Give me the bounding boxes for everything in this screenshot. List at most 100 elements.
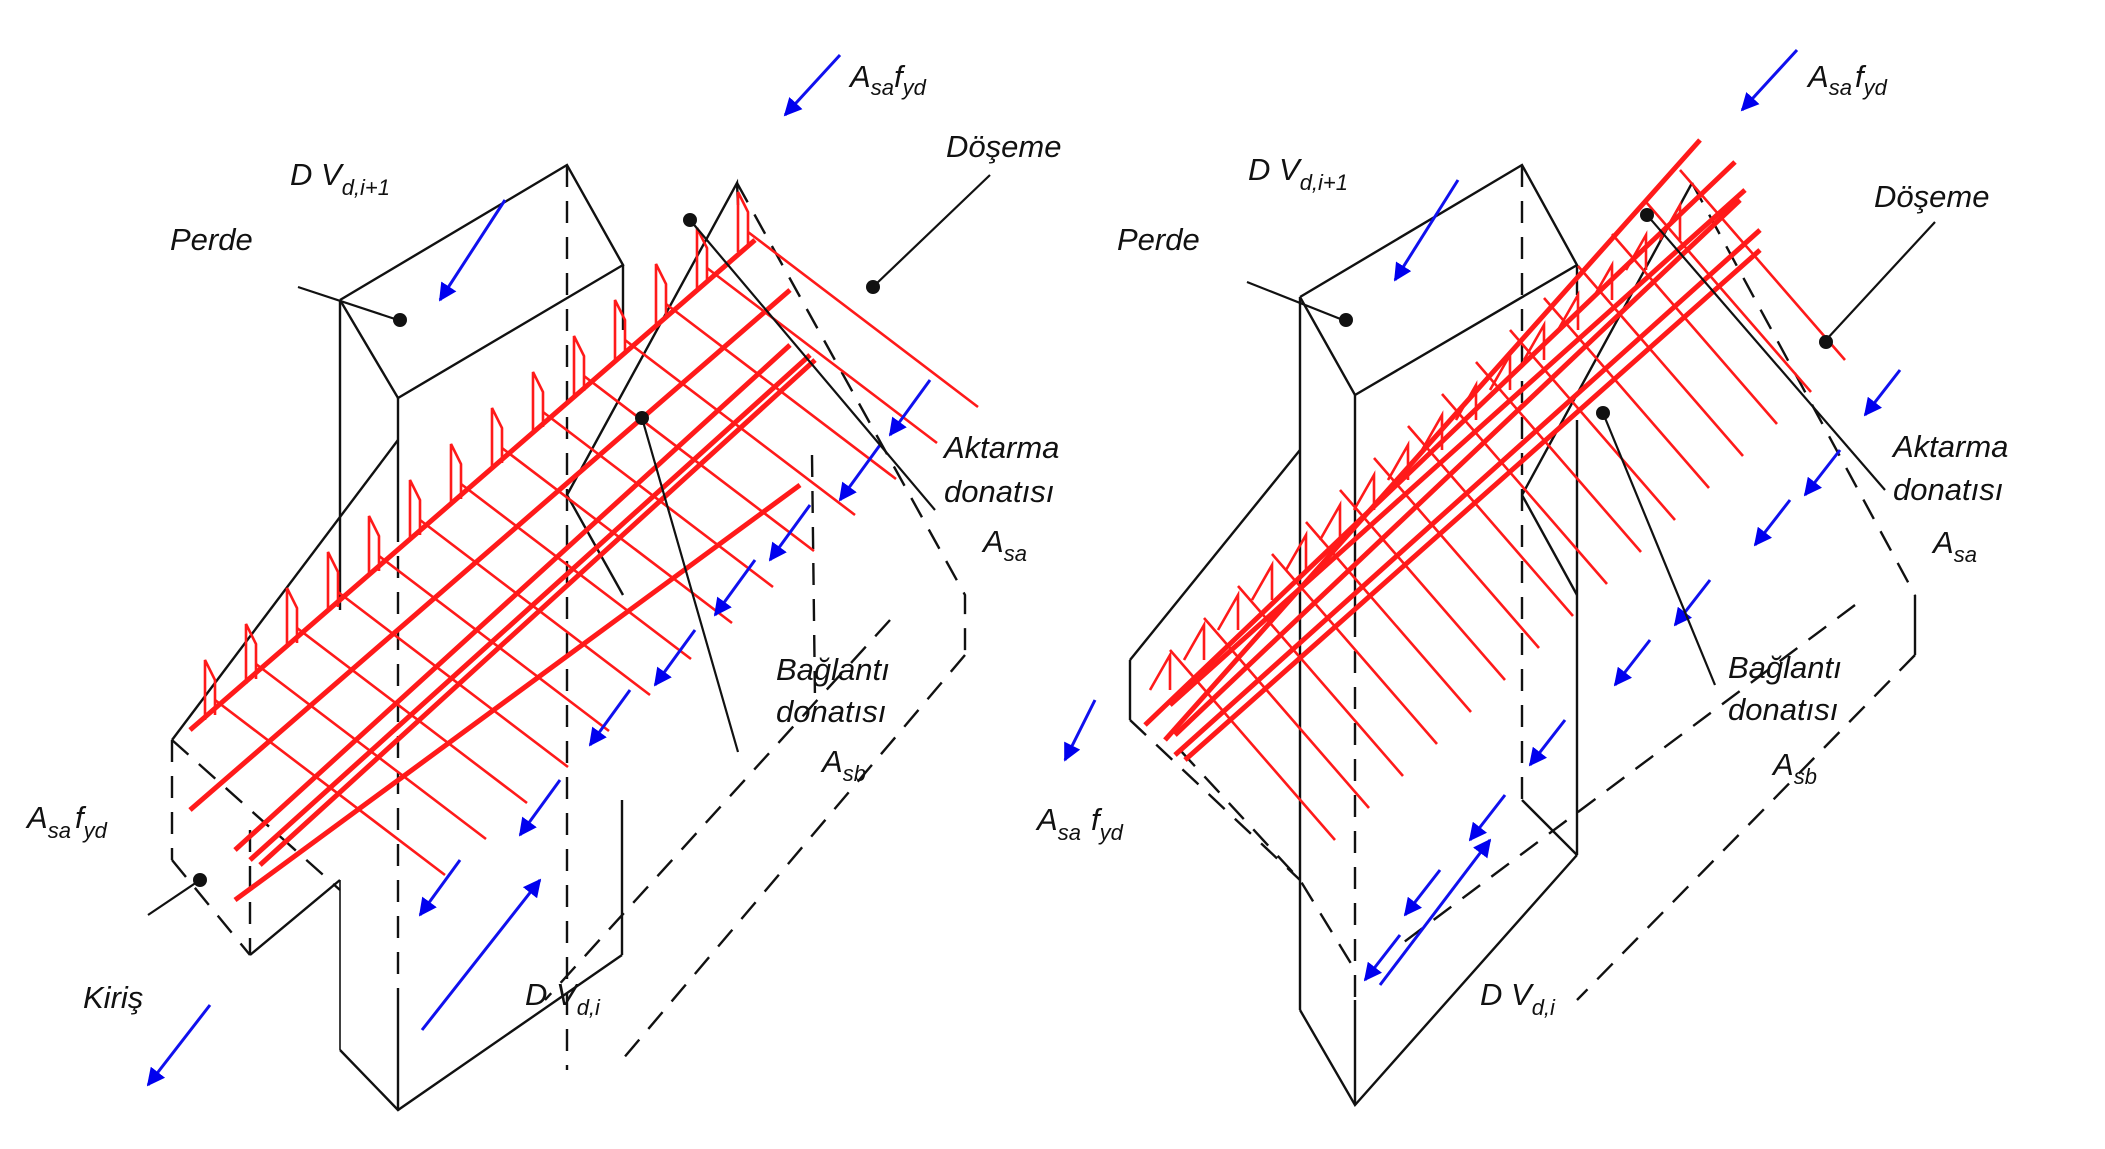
left-label-shear-top: D Vd,i+1	[290, 157, 390, 200]
left-rebar-longitudinal	[188, 288, 792, 812]
right-slab-hidden	[1690, 182, 1917, 596]
right-slab-dot	[1819, 335, 1833, 349]
right-connection-rebar	[1305, 521, 1472, 713]
left-label-transfer-force-top: Asafyd	[848, 59, 927, 100]
right-hook	[1624, 230, 1648, 271]
right-slab-shear-arrow	[1528, 719, 1567, 767]
left-label-shear-bottom: D Vd,i	[525, 977, 601, 1020]
left-connection-rebar	[255, 662, 487, 841]
left-slab-shear-arrow	[768, 504, 812, 562]
right-hook	[1420, 410, 1444, 451]
left-slab	[544, 178, 967, 1061]
right-slab-shear-arrow	[1863, 369, 1902, 417]
left-beam-edge	[171, 439, 399, 741]
right-hook	[1250, 560, 1274, 601]
left-label-connection-rebar-2: donatısı	[776, 694, 886, 729]
left-connection-rebar	[665, 302, 897, 481]
left-connection-rebar	[296, 626, 528, 805]
right-rebar-longitudinal	[1183, 248, 1762, 762]
right-connection-dot	[1596, 406, 1610, 420]
right-rebar-longitudinal	[1143, 160, 1737, 727]
left-connection-rebar	[214, 698, 446, 877]
right-slab-shear-arrow	[1753, 499, 1792, 547]
left-diagram: D Vd,i+1 Perde Döşeme Asafyd Aktarma don…	[25, 53, 1061, 1112]
right-slab-shear-arrow	[1363, 934, 1402, 982]
right-slab-shear-arrow	[1468, 794, 1507, 842]
left-slab-hidden	[621, 654, 966, 1061]
right-label-transfer-rebar-1: Aktarma	[1891, 429, 2008, 464]
left-connection-rebar	[419, 518, 651, 697]
right-hook	[1386, 440, 1410, 481]
right-slab-shear-arrow	[1403, 869, 1442, 917]
right-label-connection-rebar-symbol: Asb	[1771, 747, 1817, 789]
right-transfer-force-bottom-arrow	[1063, 699, 1097, 762]
left-connection-dot	[635, 411, 649, 425]
right-label-transfer-rebar-2: donatısı	[1893, 472, 2003, 507]
left-beam-leader	[147, 879, 201, 916]
right-label-slab: Döşeme	[1874, 179, 1989, 214]
right-hook	[1148, 650, 1172, 691]
right-label-wall: Perde	[1117, 222, 1200, 257]
left-transfer-dot	[683, 213, 697, 227]
left-beam-dot	[193, 873, 207, 887]
right-rebar-longitudinal	[1163, 138, 1702, 742]
left-rebar-longitudinal	[188, 238, 757, 732]
right-connection-leader	[1601, 412, 1717, 686]
right-wall-dot	[1339, 313, 1353, 327]
right-wall-edge	[1521, 799, 1578, 856]
right-connection-rebar	[1373, 457, 1540, 649]
left-connection-rebar	[624, 338, 856, 517]
left-rebar-longitudinal	[233, 343, 792, 852]
left-label-connection-rebar-symbol: Asb	[820, 744, 866, 786]
right-slab-hidden	[1576, 654, 1916, 1001]
left-stirrups	[203, 191, 750, 720]
left-label-wall: Perde	[170, 222, 253, 257]
right-slab-shear-arrow	[1613, 639, 1652, 687]
right-transfer-dot	[1640, 208, 1654, 222]
left-beam-edge	[249, 879, 341, 956]
left-shear-bottom-arrow	[420, 878, 542, 1031]
right-slab-shear-arrows	[1363, 369, 1902, 982]
right-transfer-leader	[1646, 214, 1886, 491]
right-label-transfer-rebar-symbol: Asa	[1931, 525, 1977, 567]
right-connection-rebar	[1577, 265, 1744, 457]
left-stirrup	[203, 659, 217, 720]
left-stirrup	[695, 227, 709, 288]
right-hook	[1522, 320, 1546, 361]
left-slab-shear-arrow	[713, 559, 757, 617]
left-connection-leader	[640, 417, 740, 753]
right-hook	[1556, 290, 1580, 331]
left-wall-leader	[297, 285, 399, 322]
left-beam-hidden	[171, 859, 251, 956]
left-connection-rebar	[378, 554, 610, 733]
right-hook	[1284, 530, 1308, 571]
left-connection-rebar	[337, 590, 569, 769]
right-connection-rebar	[1339, 489, 1506, 681]
left-stirrup	[490, 407, 504, 468]
right-transfer-rebars	[1143, 138, 1762, 762]
right-force-arrows	[1063, 48, 1902, 986]
left-stirrup	[572, 335, 586, 396]
right-beam-hidden	[1129, 719, 1301, 881]
right-connection-rebar	[1237, 585, 1404, 777]
right-connection-rebar	[1679, 169, 1846, 361]
left-slab-hidden	[810, 454, 817, 701]
left-stirrup	[408, 479, 422, 540]
left-stirrup	[367, 515, 381, 576]
right-label-shear-top: D Vd,i+1	[1248, 152, 1348, 195]
left-connection-rebar	[542, 410, 774, 589]
left-rebar-longitudinal	[248, 353, 812, 862]
left-connection-rebar	[706, 266, 938, 445]
left-stirrup	[285, 587, 299, 648]
right-connection-rebar	[1407, 425, 1574, 617]
left-connection-rebar	[501, 446, 733, 625]
right-slab-shear-arrow	[1673, 579, 1712, 627]
left-beam	[170, 439, 399, 956]
left-transfer-force-top-arrow	[783, 53, 842, 117]
left-rebar-longitudinal	[258, 358, 817, 867]
right-connection-rebar	[1203, 617, 1370, 809]
left-slab-leader	[874, 174, 991, 286]
